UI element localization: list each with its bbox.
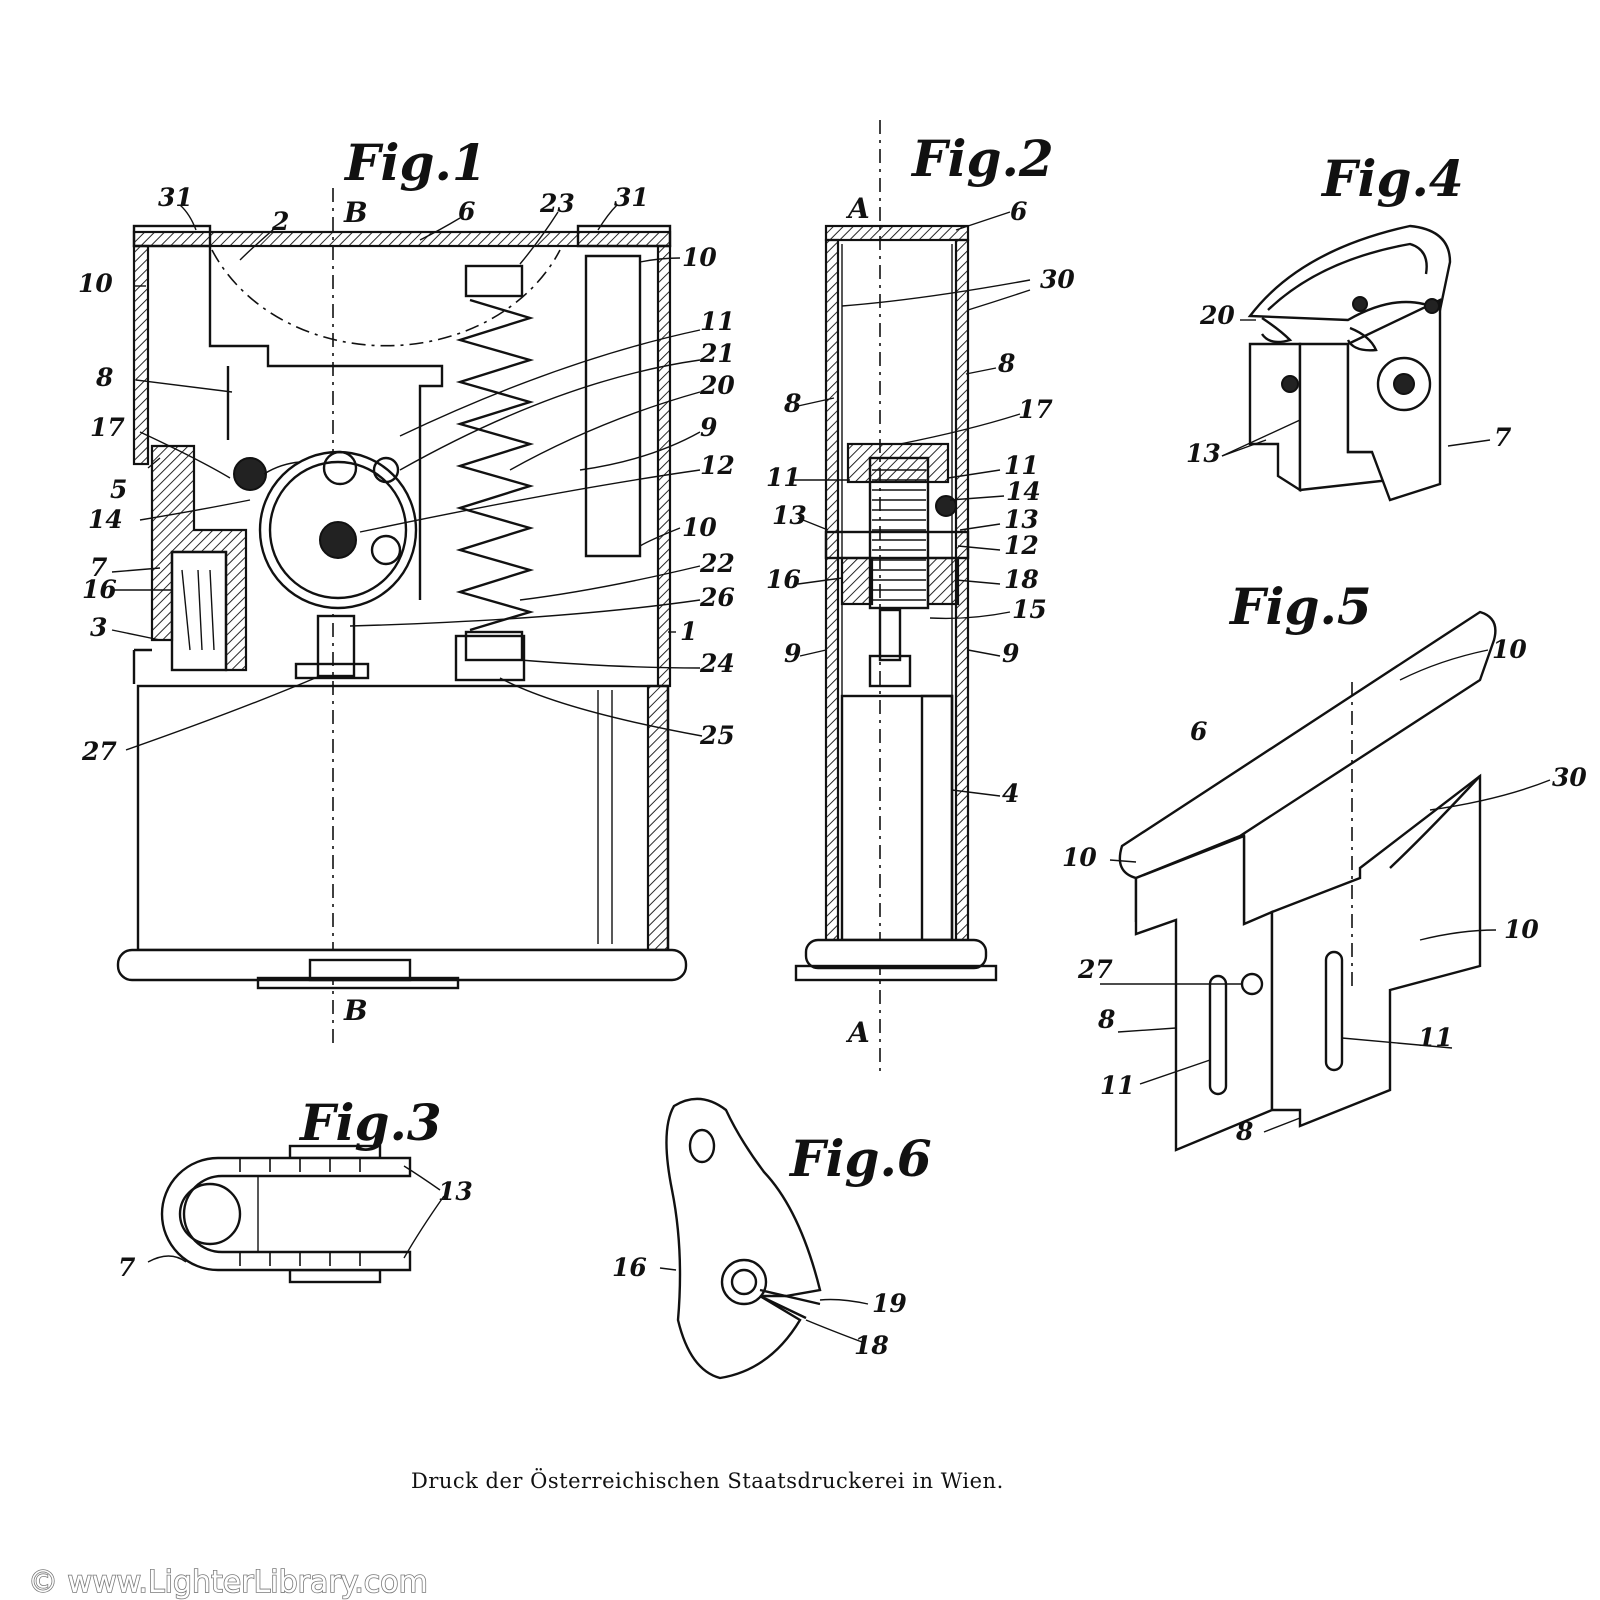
fig5-label: 11	[1100, 1071, 1135, 1100]
fig2-label: 17	[1018, 395, 1053, 424]
fig1-label: 20	[699, 371, 735, 400]
fig5-label: 10	[1504, 915, 1539, 944]
fig3-label: 7	[118, 1253, 136, 1282]
fig5-label: 11	[1418, 1023, 1453, 1052]
fig2-label: 15	[1012, 595, 1047, 624]
fig2-label: 6	[1010, 197, 1027, 226]
fig5-label: 30	[1552, 763, 1587, 792]
figure-4-clip-perspective: Fig.4 20 13 7	[1186, 149, 1512, 502]
fig2-label: 13	[772, 501, 807, 530]
fig1-label: 24	[699, 649, 735, 678]
fig2-label: 12	[1004, 531, 1039, 560]
fig2-label: 13	[1004, 505, 1039, 534]
fig1-label: 31	[614, 183, 649, 212]
fig2-label: 16	[766, 565, 801, 594]
fig1-label: 7	[90, 553, 108, 582]
fig6-label: 16	[612, 1253, 647, 1282]
fig3-title: Fig.3	[298, 1093, 442, 1152]
fig4-label: 7	[1494, 423, 1512, 452]
fig2-label: 8	[783, 389, 801, 418]
figure-6-lever: Fig.6 16 19 18	[612, 1097, 932, 1380]
fig4-label: 13	[1186, 439, 1221, 468]
fig2-label: 11	[1004, 451, 1039, 480]
fig6-label: 19	[872, 1289, 907, 1318]
fig5-label: 27	[1077, 955, 1113, 984]
fig5-label: 10	[1062, 843, 1097, 872]
fig2-label: 9	[1002, 639, 1019, 668]
fig1-label: 10	[78, 269, 113, 298]
fig1-label: 16	[82, 575, 117, 604]
fig2-label: 14	[1006, 477, 1041, 506]
copyright-watermark: © www.LighterLibrary.com	[28, 1565, 428, 1600]
fig4-title: Fig.4	[1320, 149, 1464, 208]
fig6-title: Fig.6	[788, 1129, 932, 1188]
figure-2-lighter-section: Fig.2 A A	[766, 120, 1075, 1076]
fig5-label: 8	[1097, 1005, 1115, 1034]
fig6-label: 18	[854, 1331, 889, 1360]
fig1-label: 11	[700, 307, 735, 336]
fig2-title: Fig.2	[910, 129, 1054, 188]
fig2-section-mark-bottom: A	[845, 1016, 870, 1049]
fig4-label: 20	[1199, 301, 1235, 330]
fig1-label: 2	[271, 207, 289, 236]
fig1-label: 17	[90, 413, 125, 442]
fig1-label: 23	[539, 189, 575, 218]
figure-1-lighter-section: Fig.1 B B	[78, 133, 735, 1045]
fig1-label: 31	[158, 183, 193, 212]
fig5-label: 8	[1235, 1117, 1253, 1146]
fig3-label: 13	[438, 1177, 473, 1206]
fig1-label: 21	[699, 339, 735, 368]
fig5-label: 6	[1190, 717, 1207, 746]
fig2-label: 18	[1004, 565, 1039, 594]
fig1-label: 6	[458, 197, 475, 226]
fig1-label: 5	[110, 475, 127, 504]
fig1-section-mark-top: B	[343, 196, 368, 229]
fig1-label: 1	[680, 617, 697, 646]
fig1-section-mark-bottom: B	[343, 994, 368, 1027]
fig2-label: 8	[997, 349, 1015, 378]
fig1-title: Fig.1	[343, 133, 487, 192]
fig2-section-mark-top: A	[845, 192, 870, 225]
fig1-label: 8	[95, 363, 113, 392]
fig2-label: 4	[1002, 779, 1019, 808]
fig2-label: 11	[766, 463, 801, 492]
fig1-label: 22	[699, 549, 735, 578]
fig5-title: Fig.5	[1228, 577, 1372, 636]
fig2-label: 9	[784, 639, 801, 668]
figure-3-clip: Fig.3 13 7	[118, 1093, 473, 1284]
fig2-label: 30	[1040, 265, 1075, 294]
figure-5-insert-perspective: Fig.5 10 6 30 10 10 2	[1062, 577, 1587, 1152]
fig1-label: 12	[700, 451, 735, 480]
fig1-label: 10	[682, 513, 717, 542]
fig1-label: 14	[88, 505, 123, 534]
fig1-label: 10	[682, 243, 717, 272]
fig1-label: 3	[90, 613, 107, 642]
fig1-label: 26	[699, 583, 735, 612]
fig1-label: 9	[700, 413, 717, 442]
fig5-label: 10	[1492, 635, 1527, 664]
printer-imprint: Druck der Österreichischen Staatsdrucker…	[411, 1468, 1004, 1493]
fig1-label: 27	[81, 737, 117, 766]
fig1-label: 25	[699, 721, 735, 750]
